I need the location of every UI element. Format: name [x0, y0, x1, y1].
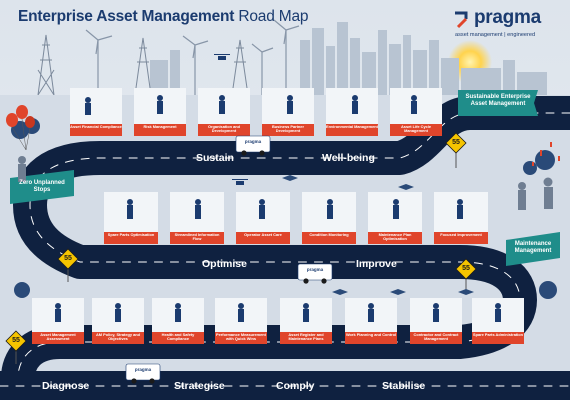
card-condition-monitoring: Condition Monitoring — [309, 232, 349, 237]
speed-sign-diamonds — [5, 132, 477, 352]
card-organisation-development: Organisation and Development — [208, 124, 240, 134]
wind-turbines — [85, 19, 300, 95]
card-environmental-management: Environmental Management — [326, 124, 378, 129]
title-bold: Enterprise Asset Management — [18, 8, 235, 25]
logo-wordmark: pragma — [474, 7, 541, 28]
van-brand-3: pragma — [134, 367, 152, 372]
celebration-figures — [18, 156, 553, 210]
van-shapes — [125, 135, 333, 384]
card-spare-parts-administration: Spare Parts Administration — [472, 332, 523, 337]
road-label-diagnose: Diagnose — [42, 380, 90, 392]
card-performance-measurement: Performance Measurement with Quick Wins — [216, 332, 266, 342]
card-risk-management: Risk Management — [143, 124, 177, 129]
van-brand-2: pragma — [306, 267, 324, 272]
road-label-wellbeing: Well-being — [322, 152, 375, 164]
balloons-icon — [6, 105, 35, 151]
card-streamlined-information-flow: Streamlined Information Flow — [174, 232, 220, 242]
power-pylons — [37, 34, 249, 96]
worker-figures — [55, 95, 501, 322]
card-asset-life-cycle-management: Asset Life Cycle Management — [400, 124, 432, 134]
banner-zero-stops: Zero Unplanned Stops — [19, 180, 65, 193]
road-label-improve: Improve — [356, 258, 397, 270]
road-label-strategise: Strategise — [174, 380, 225, 392]
card-maintenance-plan-optimisation: Maintenance Plan Optimisation — [378, 232, 412, 242]
page-title: Enterprise Asset Management Road Map — [18, 8, 308, 26]
graduation-cap-icons — [282, 175, 474, 295]
card-asset-financial-compliance: Asset Financial Compliance — [70, 124, 122, 129]
speed-sign-2: 55 — [64, 255, 72, 262]
card-business-partner-development: Business Partner Development — [271, 124, 304, 134]
van-brand-1: pragma — [244, 139, 262, 144]
confetti-icon — [532, 142, 560, 166]
pragma-logo-icon — [455, 11, 468, 29]
title-light: Road Map — [238, 8, 309, 25]
road-label-optimise: Optimise — [202, 258, 247, 270]
card-health-safety-compliance: Health and Safety Compliance — [161, 332, 195, 342]
logo-tagline: asset management | engineered — [455, 32, 536, 38]
card-asset-management-assessment: Asset Management Assessment — [40, 332, 76, 342]
road-label-sustain: Sustain — [196, 152, 234, 164]
road-label-comply: Comply — [276, 380, 315, 392]
road-label-stabilise: Stabilise — [382, 380, 426, 392]
speed-sign-4: 55 — [12, 337, 20, 344]
card-asset-register: Asset Register and Maintenance Plans — [288, 332, 324, 342]
card-am-policy-strategy: AM Policy, Strategy and Objectives — [95, 332, 141, 342]
speed-sign-1: 55 — [452, 139, 460, 146]
banner-sustainable: Sustainable Enterprise Asset Management — [465, 94, 531, 107]
banner-maintenance: Maintenance Management — [514, 241, 552, 254]
speed-sign-3: 55 — [462, 265, 470, 272]
bottom-row-platforms — [32, 298, 524, 344]
card-operator-asset-care: Operator Asset Care — [244, 232, 282, 237]
card-focused-improvement: Focused Improvement — [440, 232, 482, 237]
card-spare-parts-optimisation: Spare Parts Optimisation — [107, 232, 155, 237]
card-work-planning-control: Work Planning and Control — [345, 332, 397, 337]
drone-icons — [214, 54, 248, 185]
city-skyline — [150, 22, 547, 95]
card-contractor-management: Contractor and Contract Management — [413, 332, 459, 342]
